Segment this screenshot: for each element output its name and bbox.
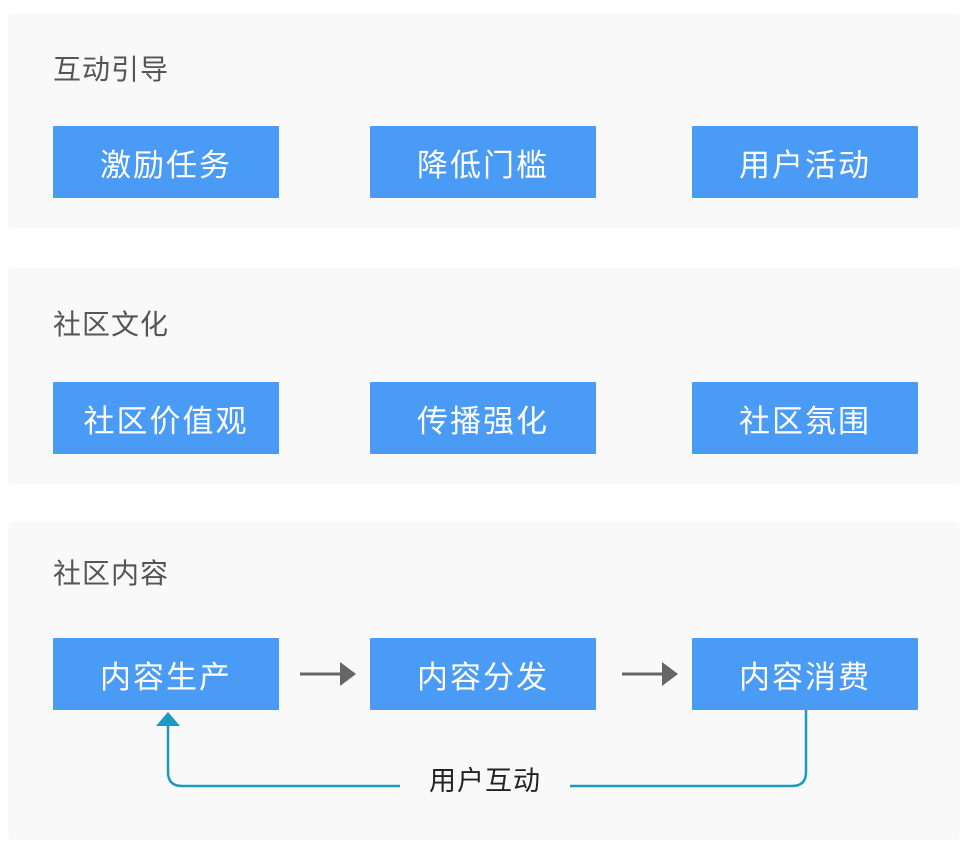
section-title: 社区内容 (53, 557, 170, 590)
node-box: 用户活动 (692, 126, 918, 198)
node-box: 社区价值观 (53, 382, 279, 454)
node-box-content-production: 内容生产 (53, 638, 279, 710)
section-title: 互动引导 (53, 53, 170, 86)
node-box: 激励任务 (53, 126, 279, 198)
node-box-content-consumption: 内容消费 (692, 638, 918, 710)
node-box: 传播强化 (370, 382, 596, 454)
section-title: 社区文化 (53, 308, 170, 341)
node-box-content-distribution: 内容分发 (370, 638, 596, 710)
node-box: 社区氛围 (692, 382, 918, 454)
loop-label: 用户互动 (400, 768, 570, 795)
node-box: 降低门槛 (370, 126, 596, 198)
